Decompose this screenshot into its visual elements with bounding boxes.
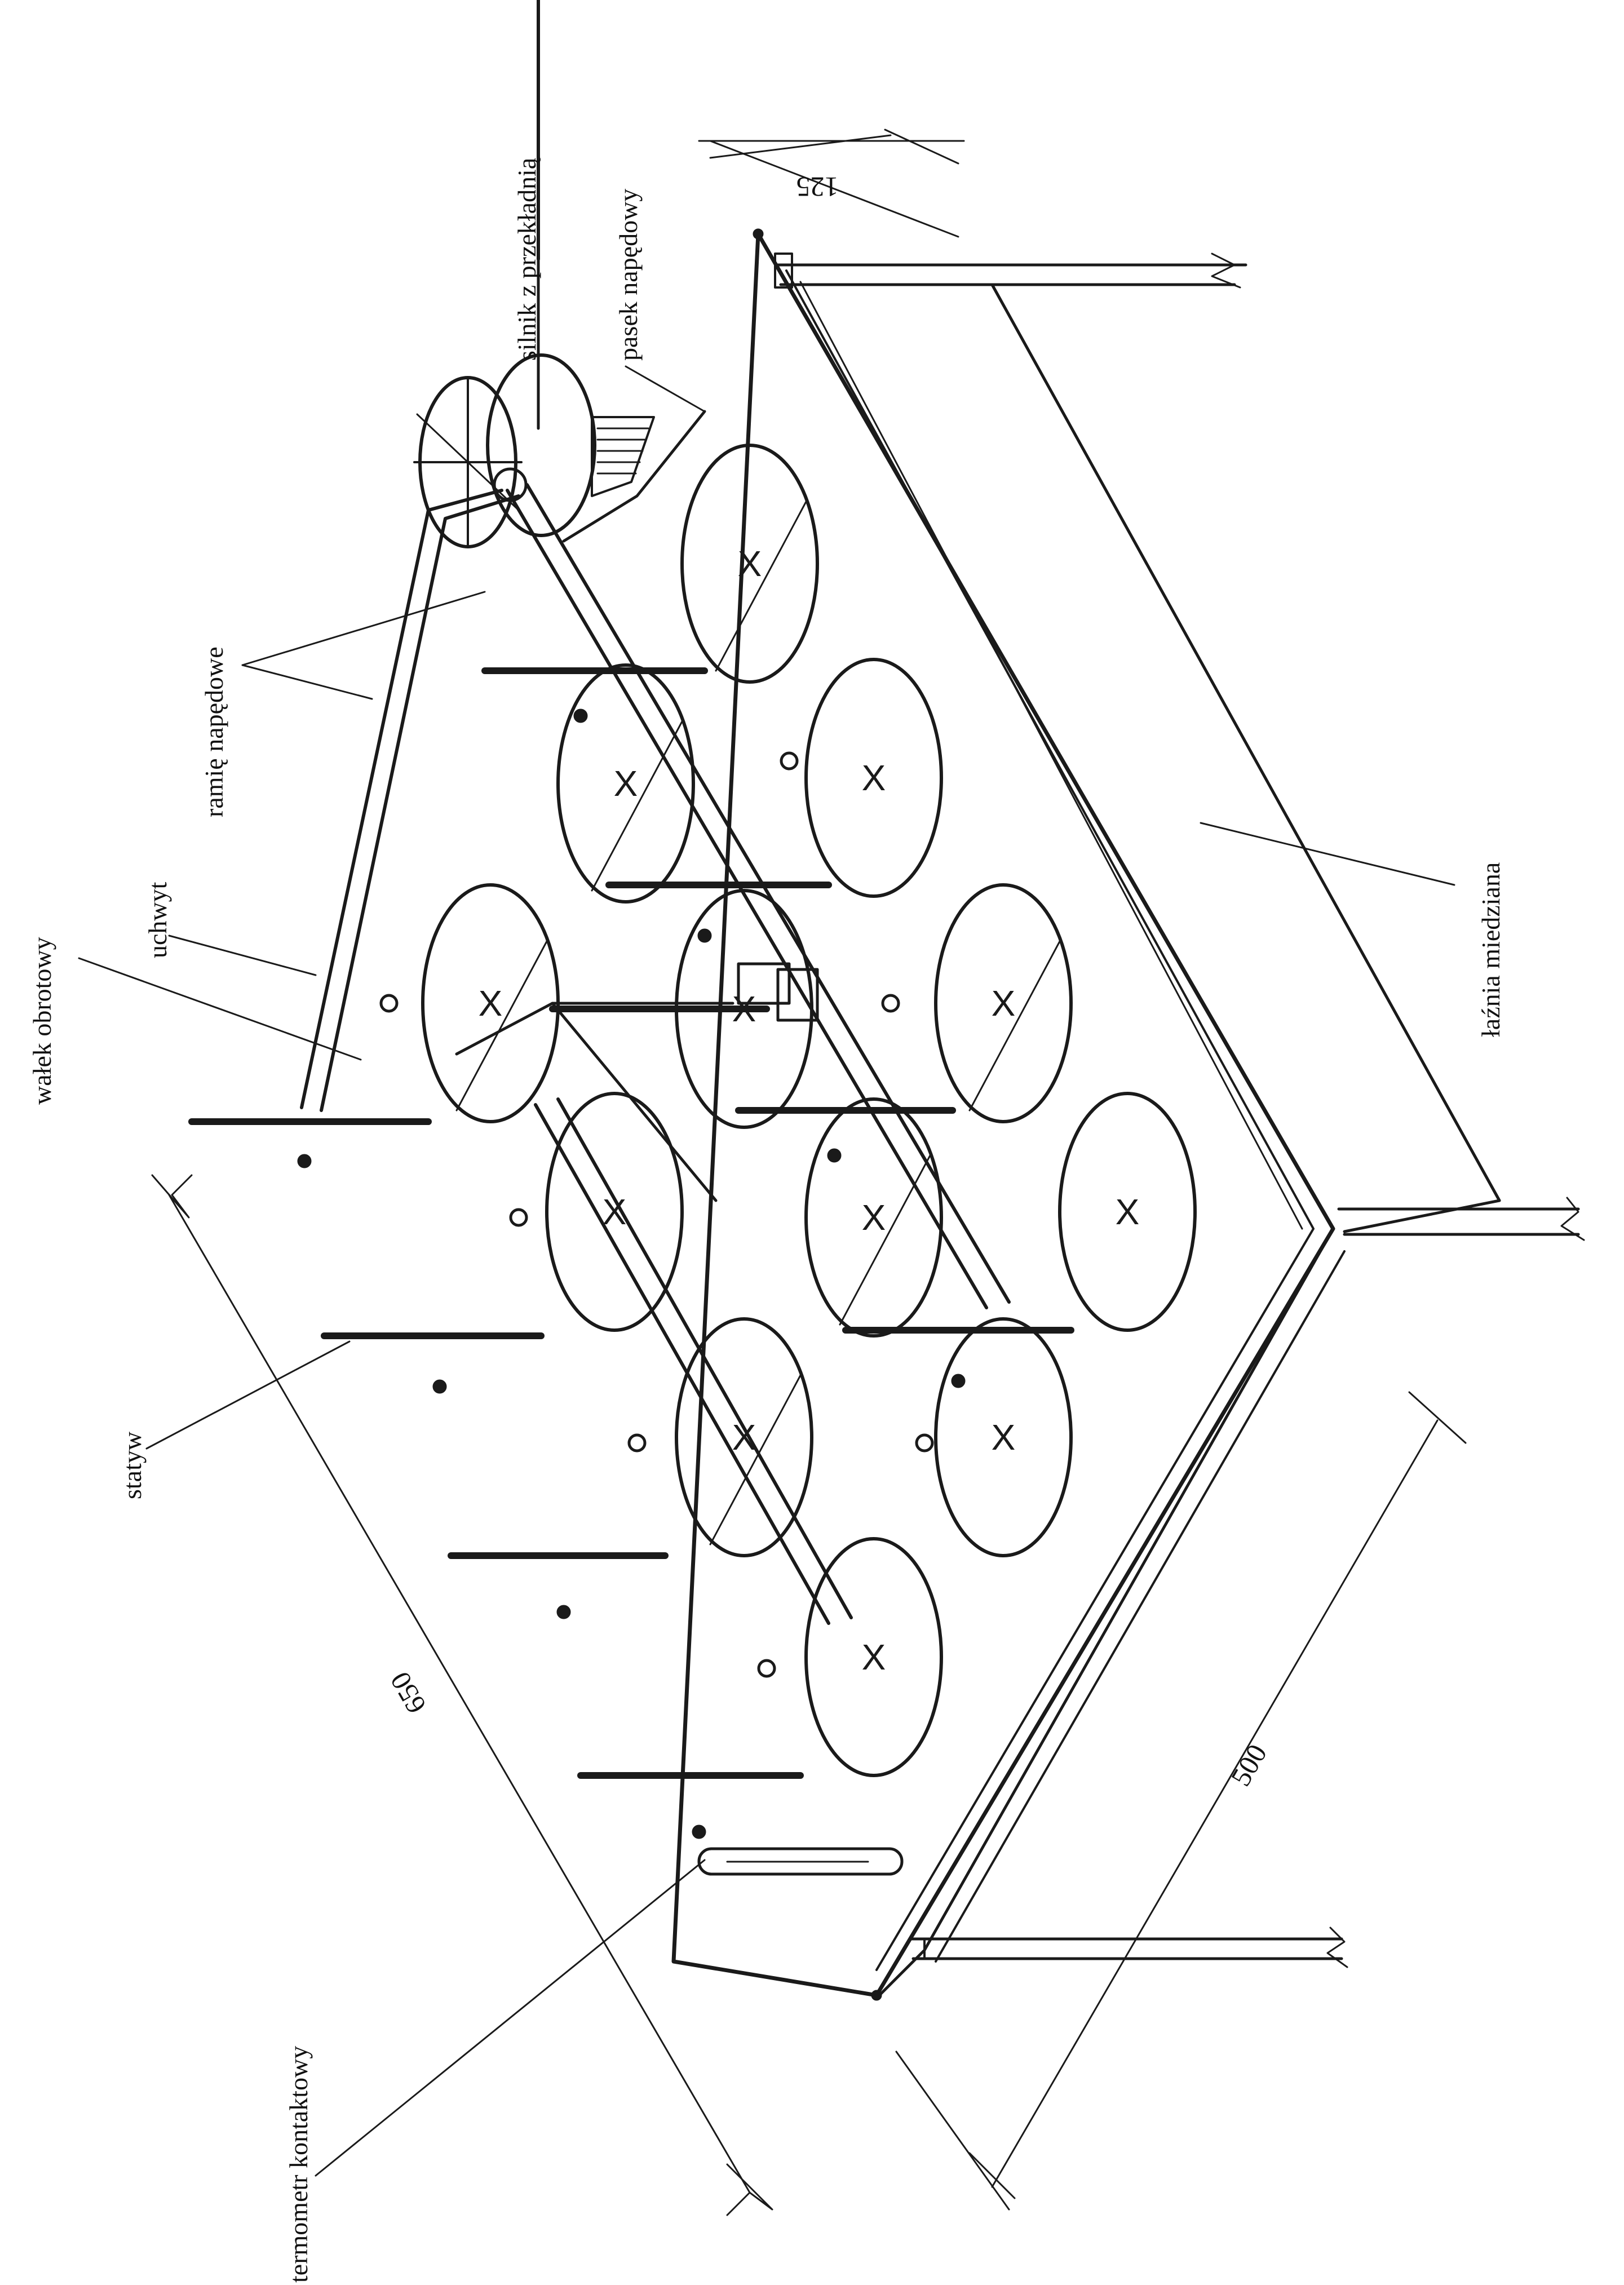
vessel-hatch	[455, 940, 548, 1111]
vessel-mark: X	[738, 543, 762, 584]
dimension-125: 125	[698, 129, 965, 238]
vessel-mark: X	[1116, 1192, 1140, 1232]
bath-leg	[774, 253, 1247, 289]
dimension-label-650: 650	[384, 1667, 432, 1719]
bath-leg	[1337, 1197, 1585, 1241]
callout-termometr: termometr kontaktowy	[284, 1859, 706, 2283]
callout-ramie: ramię napędowe	[200, 591, 486, 817]
vessel-hatch	[839, 1154, 931, 1326]
vessel	[934, 883, 1073, 1123]
contact-thermometer	[697, 1847, 904, 1876]
label-walek: wałek obrotowy	[28, 937, 56, 1105]
vessel	[556, 663, 695, 904]
vessel-mark: X	[862, 1197, 886, 1238]
copper-bath	[671, 228, 1585, 2001]
callout-silnik: silnik z przekładnią	[512, 0, 541, 361]
drive-frame	[188, 483, 1074, 1839]
label-termometr: termometr kontaktowy	[284, 2046, 313, 2283]
callout-walek: wałek obrotowy	[28, 937, 362, 1105]
vessel	[934, 1317, 1073, 1557]
label-ramie: ramię napędowe	[200, 646, 228, 817]
vessel-mark: X	[862, 1637, 886, 1677]
label-pasek: pasek napędowy	[614, 189, 643, 361]
vessel-mark: X	[479, 983, 503, 1024]
vessel	[1058, 1092, 1197, 1332]
vessel	[804, 658, 943, 898]
vessel-mark: X	[614, 763, 638, 804]
vessel	[675, 1317, 813, 1557]
dimension-650: 650	[151, 1174, 773, 2216]
dimension-label-125: 125	[796, 171, 839, 203]
dimension-500: 500	[895, 1391, 1467, 2211]
motor-assembly	[413, 258, 706, 548]
label-silnik: silnik z przekładnią	[512, 157, 541, 361]
label-laznia: łaźnia miedziana	[1476, 862, 1505, 1037]
vessel-hatch	[968, 940, 1061, 1111]
callout-pasek: pasek napędowy	[614, 189, 706, 413]
vessel-hatch	[591, 720, 683, 892]
vessel	[804, 1537, 943, 1777]
callout-laznia: łaźnia miedziana	[1200, 822, 1505, 1037]
vessel-mark: X	[732, 1417, 756, 1458]
label-statyw: statyw	[118, 1431, 147, 1499]
vessel	[804, 1097, 943, 1338]
vessel-hatch	[709, 1374, 802, 1546]
vessel	[680, 444, 819, 684]
vessel-mark: X	[862, 758, 886, 798]
bath-leg	[909, 1927, 1348, 1968]
vessel-mark: X	[992, 983, 1016, 1024]
vessel-mark: X	[992, 1417, 1016, 1458]
dimension-label-500: 500	[1224, 1739, 1273, 1791]
vessel-hatch	[715, 501, 807, 672]
label-uchwyt: uchwyt	[143, 882, 172, 958]
vessel	[545, 1092, 684, 1332]
callout-statyw: statyw	[118, 1340, 351, 1499]
callout-uchwyt: uchwyt	[143, 882, 317, 976]
